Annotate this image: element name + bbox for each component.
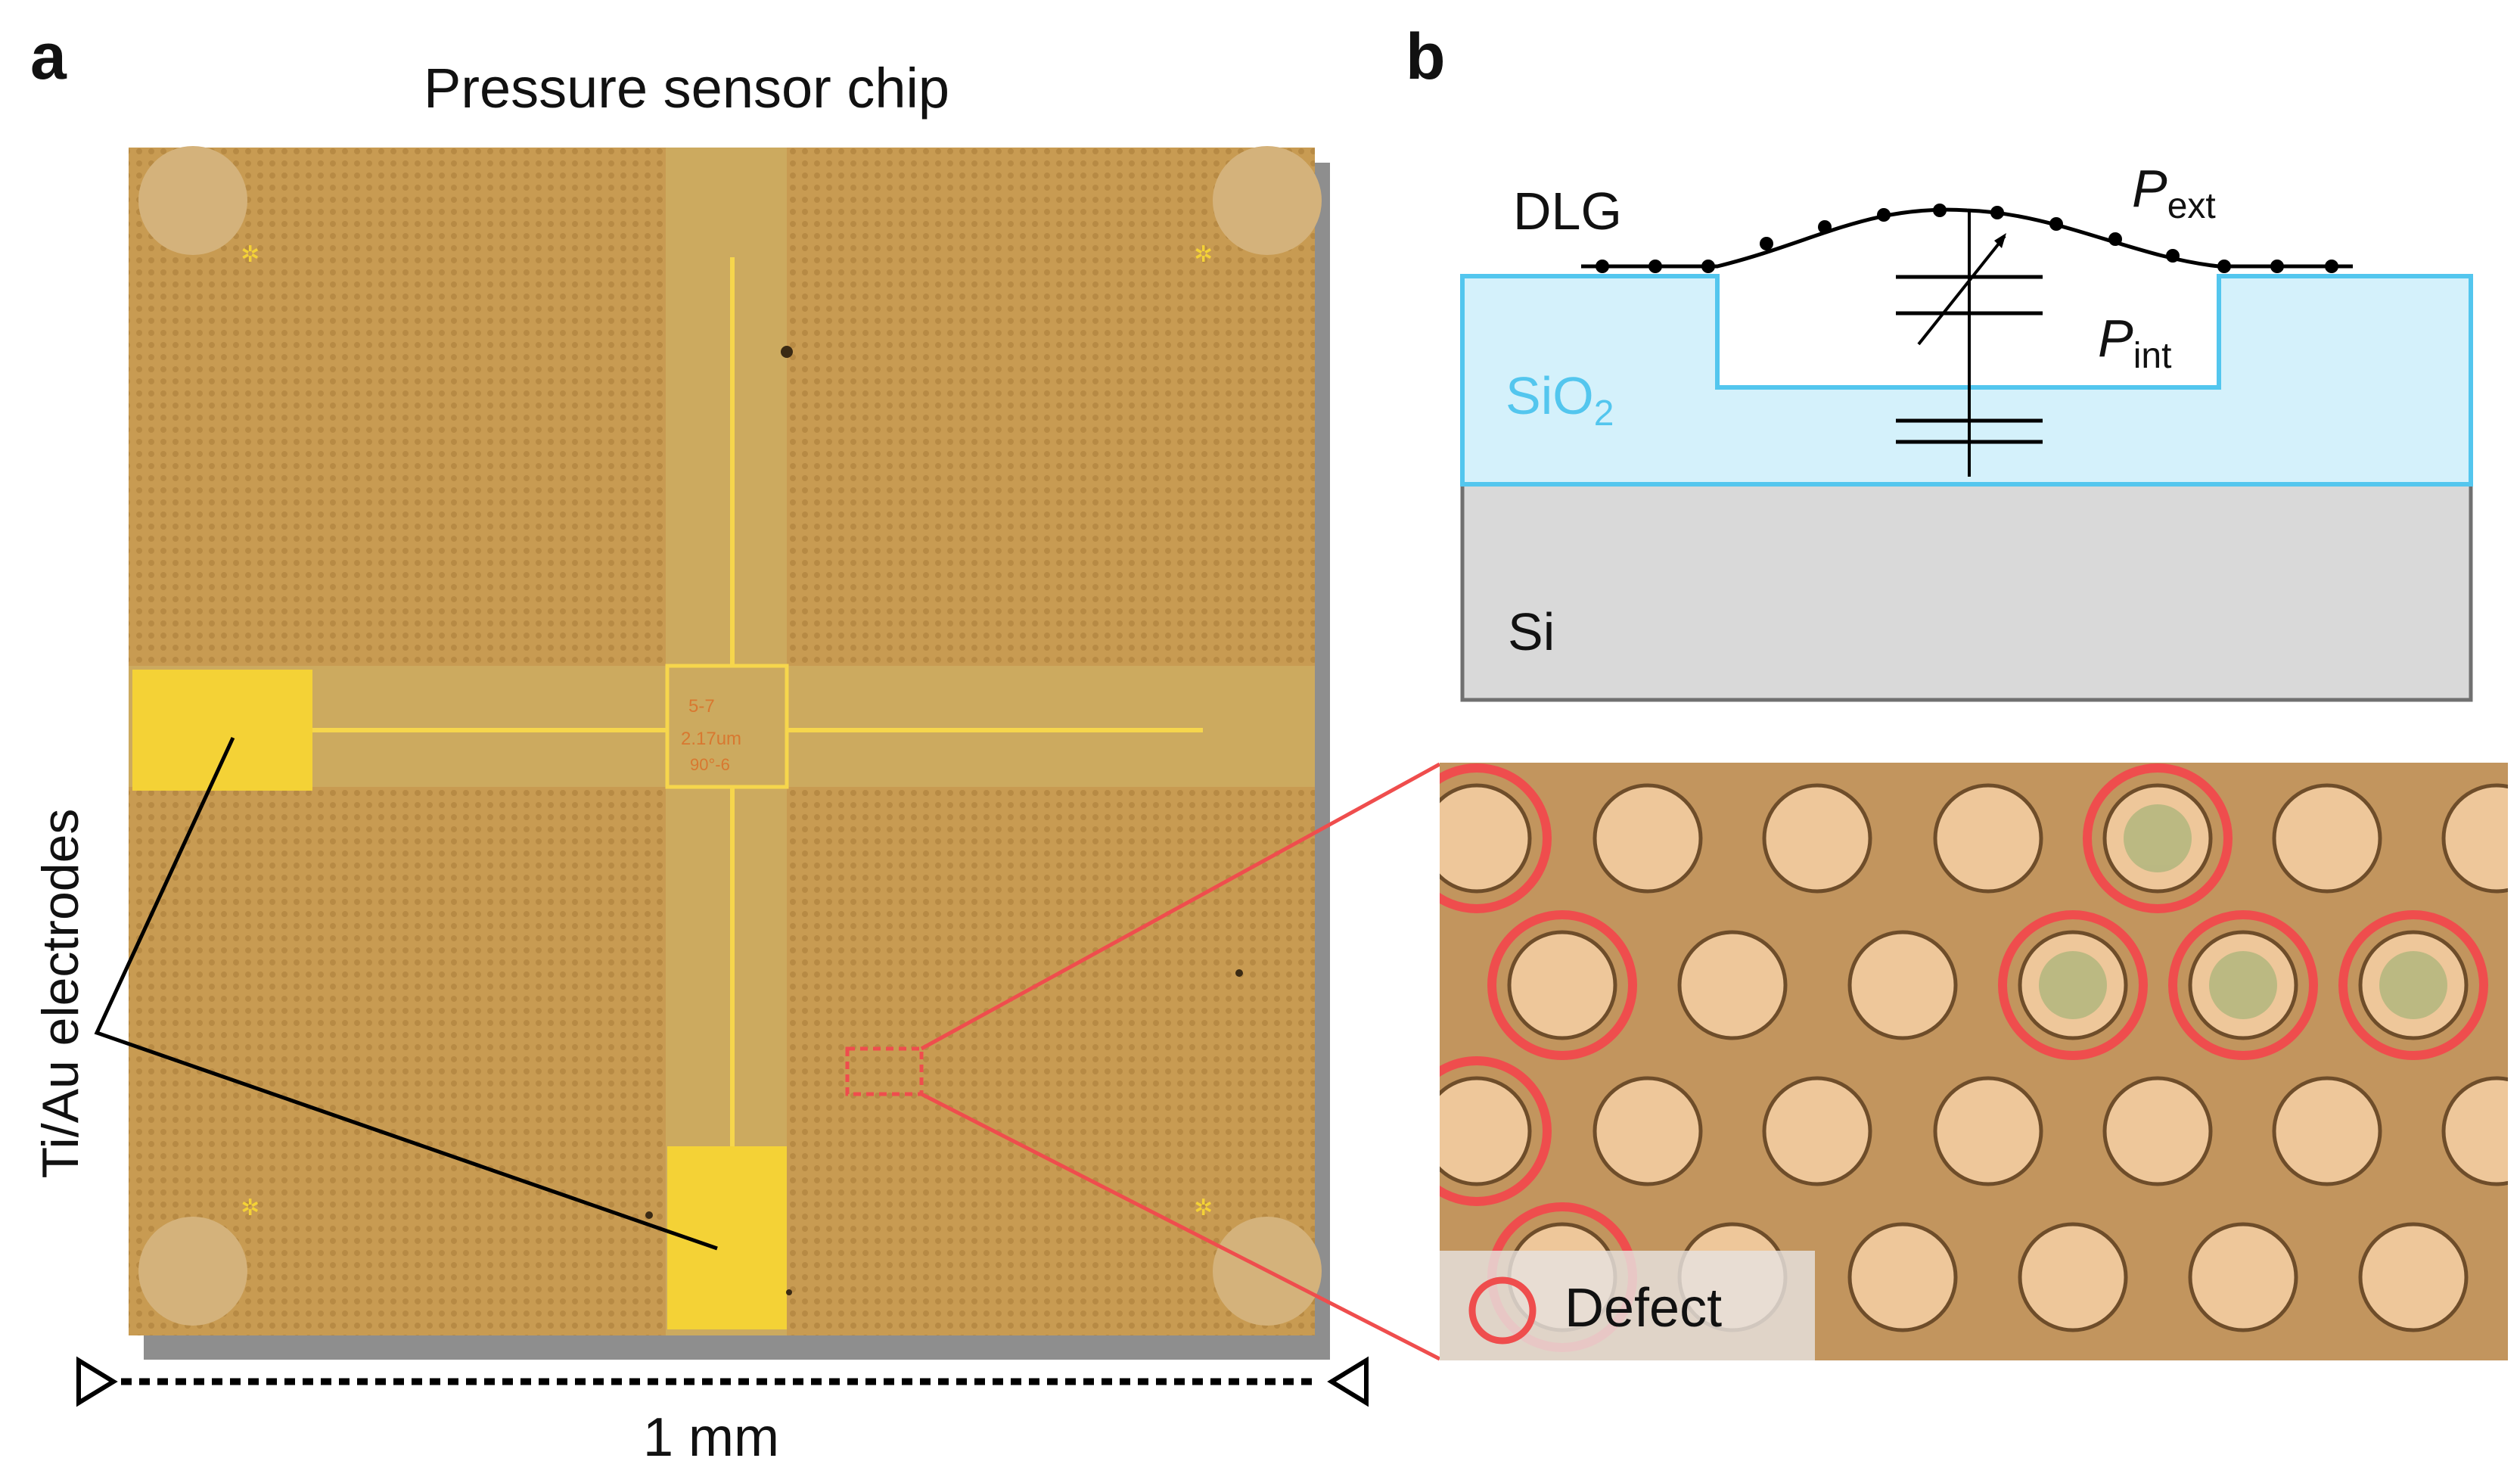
dlg-atoms xyxy=(1596,204,2338,273)
sio2-label: SiO2 xyxy=(1505,366,1614,434)
panel-a-letter: a xyxy=(30,20,67,93)
center-box xyxy=(665,664,789,789)
chip-text-3: 90°-6 xyxy=(690,755,730,774)
dlg-membrane xyxy=(1581,207,2353,269)
corner-mark-tl xyxy=(138,146,247,255)
panel-b-letter: b xyxy=(1406,20,1446,93)
si-label: Si xyxy=(1508,602,1555,661)
chip-text-1: 5-7 xyxy=(688,696,715,717)
svg-text:✲: ✲ xyxy=(1194,241,1213,268)
scale-label: 1 mm xyxy=(643,1407,779,1468)
well-array xyxy=(1440,763,2508,1352)
p-int-label: Pint xyxy=(2098,309,2172,376)
corner-mark-tr xyxy=(1213,146,1322,255)
dlg-label: DLG xyxy=(1513,182,1622,241)
chip-text-2: 2.17um xyxy=(681,729,742,749)
svg-text:✲: ✲ xyxy=(241,1195,259,1221)
defect-legend-label: Defect xyxy=(1565,1278,1723,1338)
svg-text:✲: ✲ xyxy=(241,241,259,268)
electrodes-label: Ti/Au electrodes xyxy=(32,808,89,1179)
electrode-left xyxy=(132,670,312,791)
defect-legend-icon xyxy=(1468,1276,1537,1345)
silicon-layer xyxy=(1460,482,2473,702)
electrode-leader-lines xyxy=(94,736,718,1251)
svg-text:✲: ✲ xyxy=(1194,1195,1213,1221)
corner-mark-bl xyxy=(138,1217,247,1326)
chip-title: Pressure sensor chip xyxy=(424,57,950,120)
oxide-layer xyxy=(1460,274,2473,487)
zoom-region xyxy=(845,1046,924,1096)
p-ext-label: Pext xyxy=(2132,159,2216,226)
